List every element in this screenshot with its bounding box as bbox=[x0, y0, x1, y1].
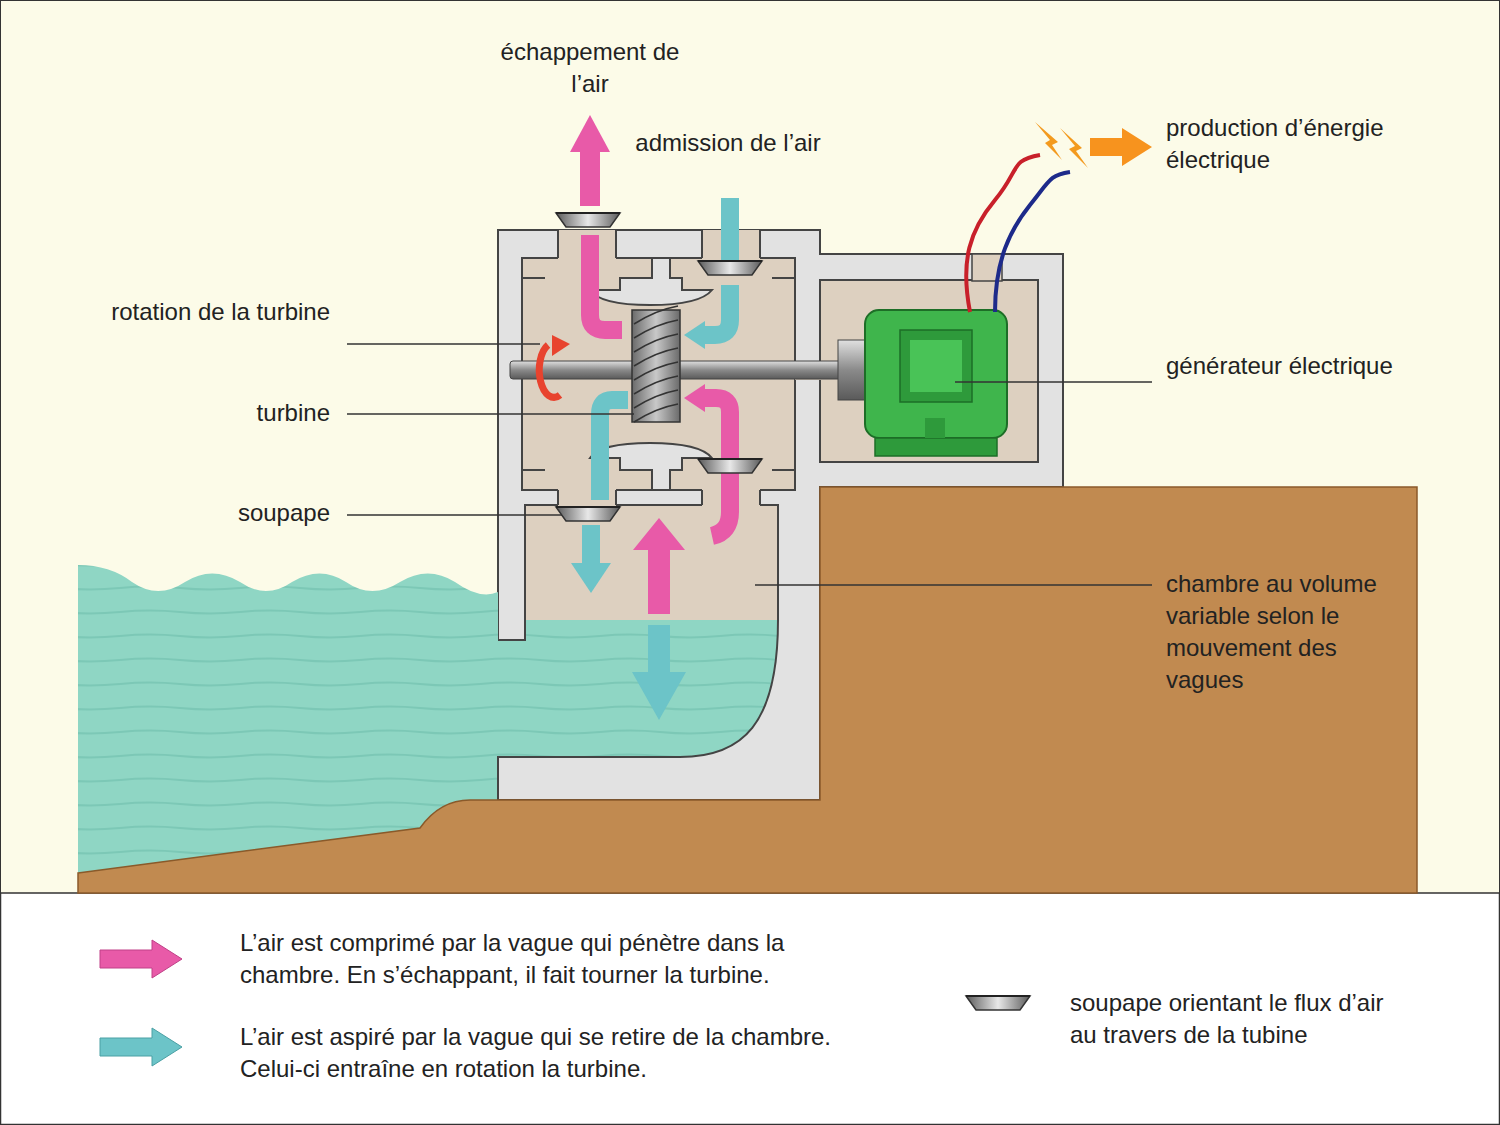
air-chamber bbox=[525, 505, 778, 620]
legend-cyan-arrow bbox=[100, 1028, 182, 1066]
valve bbox=[556, 213, 620, 227]
wire-red bbox=[966, 155, 1040, 312]
leader-lines bbox=[347, 344, 1152, 585]
part-label: production d’énergie électrique bbox=[1166, 112, 1466, 176]
legend-valve bbox=[966, 996, 1030, 1010]
valve bbox=[556, 507, 620, 521]
energy-arrow bbox=[1090, 128, 1152, 166]
seabed-cliff bbox=[78, 487, 1417, 893]
part-label: chambre au volume variable selon le mouv… bbox=[1166, 568, 1398, 696]
part-label: générateur électrique bbox=[1166, 350, 1466, 382]
rotation-arrow bbox=[539, 345, 560, 397]
part-label: échappement de l’air bbox=[480, 36, 700, 100]
legend-text: L’air est comprimé par la vague qui pénè… bbox=[240, 927, 880, 991]
part-label: turbine bbox=[60, 397, 330, 429]
part-label: admission de l’air bbox=[618, 127, 838, 159]
valve bbox=[698, 459, 762, 473]
part-label: soupape bbox=[60, 497, 330, 529]
sky-ground bbox=[0, 0, 1500, 893]
legend-panel bbox=[1, 893, 1500, 1125]
spark bbox=[1035, 122, 1062, 160]
turbine-rotor bbox=[632, 310, 680, 422]
valve bbox=[698, 261, 762, 275]
generator bbox=[865, 310, 1007, 438]
upper-baffle bbox=[590, 258, 712, 305]
legend-text: L’air est aspiré par la vague qui se ret… bbox=[240, 1021, 900, 1085]
generator-room bbox=[820, 280, 1038, 462]
legend-text: soupape orientant le flux d’air au trave… bbox=[1070, 987, 1410, 1051]
part-label: rotation de la turbine bbox=[60, 296, 330, 328]
wire-blue bbox=[995, 172, 1070, 312]
compressed-air-flow bbox=[590, 235, 730, 536]
chamber-walls bbox=[498, 620, 778, 800]
legend-pink-arrow bbox=[100, 940, 182, 978]
